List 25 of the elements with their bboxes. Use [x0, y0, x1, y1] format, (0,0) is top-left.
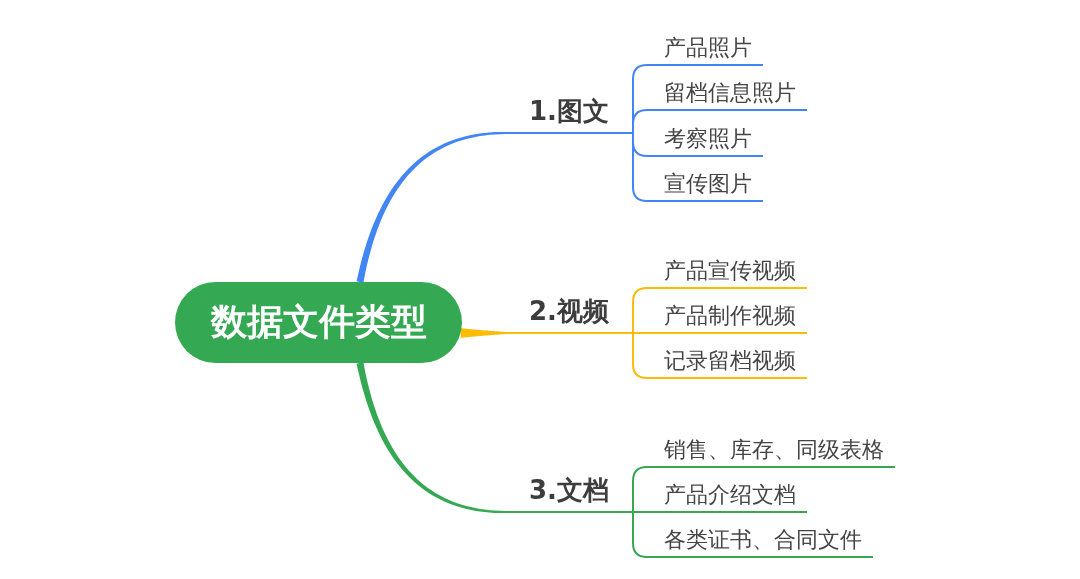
- branch-line: [632, 109, 656, 134]
- branch-topic: 3.文档: [505, 470, 633, 513]
- subtopic: 产品制作视频: [655, 300, 807, 334]
- branch-line: [632, 511, 656, 558]
- subtopic: 各类证书、合同文件: [655, 524, 873, 558]
- branch-curve: [356, 131, 505, 283]
- subtopic: 产品宣传视频: [655, 255, 807, 289]
- branch-line: [632, 332, 656, 379]
- subtopic: 产品介绍文档: [655, 479, 807, 513]
- branch-topic: 1.图文: [505, 91, 633, 134]
- subtopic: 记录留档视频: [655, 345, 807, 379]
- subtopic: 产品照片: [655, 32, 763, 66]
- subtopic: 销售、库存、同级表格: [655, 434, 895, 468]
- branch-topic: 2.视频: [505, 291, 633, 334]
- subtopic: 宣传图片: [655, 168, 763, 202]
- subtopic: 考察照片: [655, 123, 763, 157]
- branch-line: [632, 466, 656, 513]
- branch-line: [632, 132, 656, 202]
- branch-curve: [460, 328, 505, 338]
- branch-line: [632, 287, 656, 334]
- branch-line: [632, 511, 656, 513]
- central-topic: 数据文件类型: [175, 282, 462, 363]
- branch-curve: [356, 362, 505, 514]
- subtopic: 留档信息照片: [655, 77, 807, 111]
- branch-line: [632, 332, 656, 334]
